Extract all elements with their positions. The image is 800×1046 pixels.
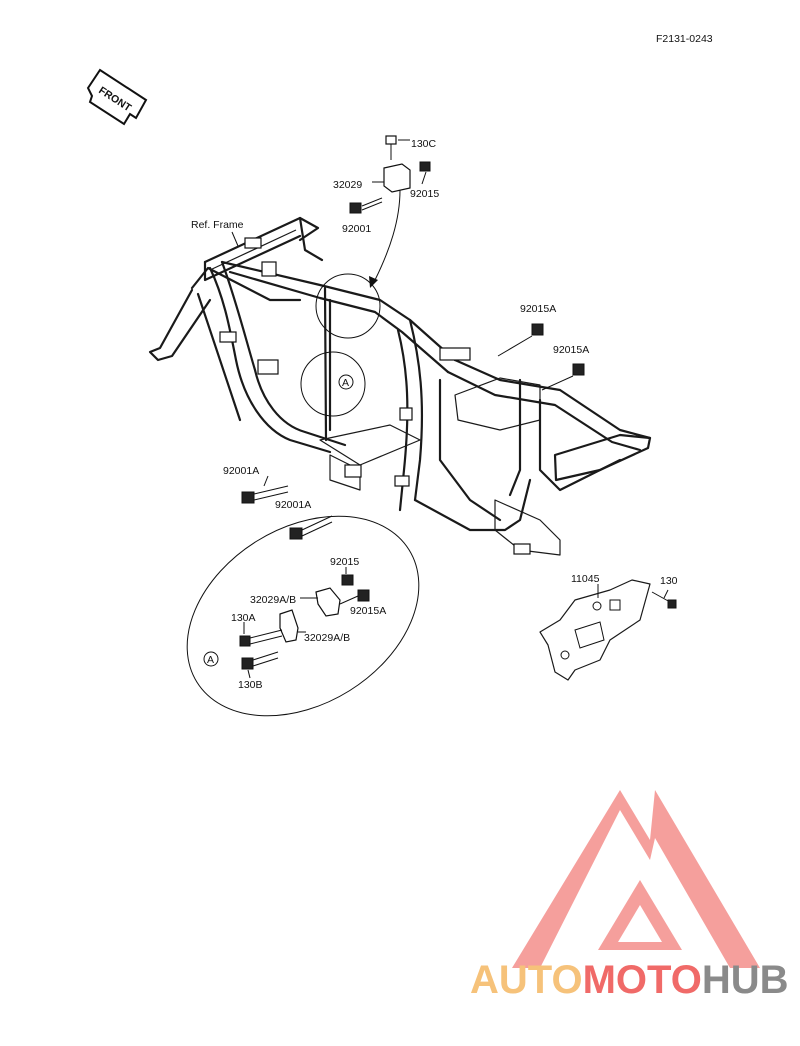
callout-32029: 32029 <box>333 179 362 191</box>
ref-frame-label: Ref. Frame <box>191 219 244 231</box>
callout-130C: 130C <box>411 138 437 150</box>
watermark-wordmark: AUTOMOTOHUB <box>470 958 800 1003</box>
watermark-part-hub: HUB <box>701 958 789 1002</box>
callout-92001A-1: 92001A <box>223 465 259 477</box>
callout-92001: 92001 <box>342 223 371 235</box>
detail-a-outline <box>186 515 420 717</box>
watermark-part-moto: MOTO <box>582 958 702 1002</box>
callout-detail-130B: 130B <box>238 679 263 691</box>
bolt-130-icon <box>651 591 677 609</box>
callout-92015A-1: 92015A <box>520 303 556 315</box>
automotohub-logo-icon <box>512 790 760 968</box>
bolt-92001A-2-icon <box>289 515 333 540</box>
top-bracket-assembly <box>349 135 431 214</box>
highlight-circle-a <box>300 351 366 417</box>
detail-a-marker: A <box>207 654 214 666</box>
callout-92015-top: 92015 <box>410 188 439 200</box>
bracket-11045 <box>539 579 651 681</box>
diagram-code: F2131-0243 <box>656 33 713 45</box>
callout-detail-92015: 92015 <box>330 556 359 568</box>
callout-130: 130 <box>660 575 678 587</box>
detail-a-parts <box>239 574 370 670</box>
nut-92015A-1-icon <box>531 323 544 336</box>
watermark-part-auto: AUTO <box>470 958 583 1002</box>
callout-detail-130A: 130A <box>231 612 256 624</box>
callout-detail-92015A: 92015A <box>350 605 386 617</box>
atv-frame <box>148 216 652 556</box>
marker-a-circle <box>338 374 354 390</box>
callout-detail-32029AB-1: 32029A/B <box>250 594 296 606</box>
bolt-92001A-1-icon <box>241 485 289 504</box>
front-arrow-icon: FRONT <box>86 68 148 126</box>
nut-92015A-2-icon <box>572 363 585 376</box>
callout-detail-32029AB-2: 32029A/B <box>304 632 350 644</box>
callout-11045: 11045 <box>571 573 600 585</box>
marker-a-label: A <box>342 377 349 389</box>
callout-92001A-2: 92001A <box>275 499 311 511</box>
detail-a-marker-circle <box>203 651 219 667</box>
highlight-circle-upper <box>315 273 381 339</box>
callout-92015A-2: 92015A <box>553 344 589 356</box>
